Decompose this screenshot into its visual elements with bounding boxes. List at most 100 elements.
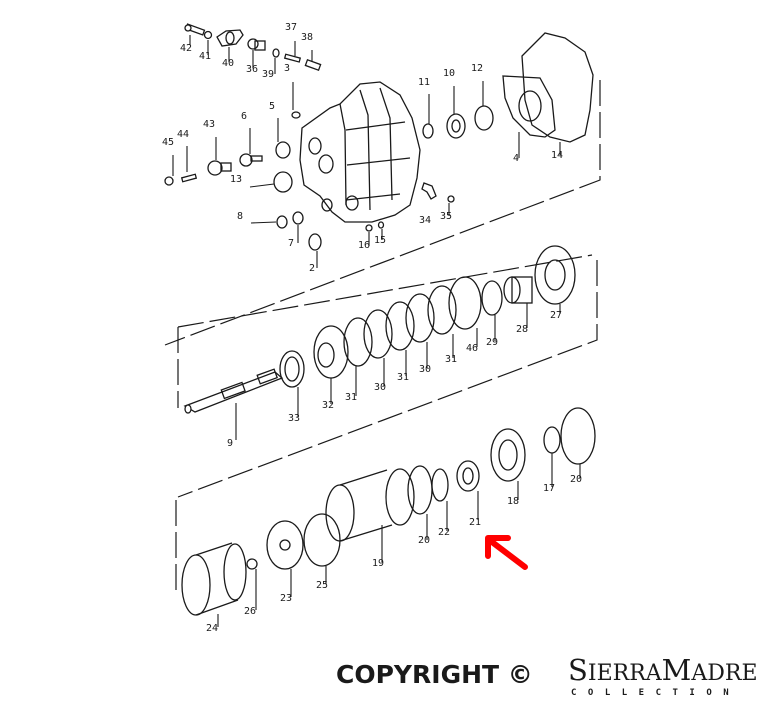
highlight-arrow-icon bbox=[485, 535, 528, 570]
part-number-9: 9 bbox=[227, 438, 234, 449]
part-number-4: 4 bbox=[513, 153, 520, 164]
part-number-42: 42 bbox=[180, 43, 193, 54]
brand-collection: COLLECTION bbox=[571, 688, 741, 698]
brand-adre: ADRE bbox=[691, 661, 758, 686]
part-number-20: 20 bbox=[570, 474, 583, 485]
shaft-9 bbox=[183, 368, 284, 414]
gear-32 bbox=[313, 325, 349, 379]
bearing-28 bbox=[503, 276, 533, 304]
part-number-33: 33 bbox=[288, 413, 301, 424]
seal-13 bbox=[273, 171, 293, 193]
part-number-17: 17 bbox=[543, 483, 556, 494]
gear-23 bbox=[266, 520, 304, 570]
part-number-29: 29 bbox=[486, 337, 499, 348]
part-number-40: 40 bbox=[222, 58, 235, 69]
part-number-43: 43 bbox=[203, 119, 216, 130]
part-number-31: 31 bbox=[345, 392, 358, 403]
ring-33 bbox=[279, 350, 305, 388]
ring-12 bbox=[474, 105, 494, 131]
part-number-45: 45 bbox=[162, 137, 175, 148]
bush-7 bbox=[292, 211, 304, 225]
part-number-35: 35 bbox=[440, 211, 453, 222]
part-number-30: 30 bbox=[374, 382, 387, 393]
nut-45 bbox=[164, 176, 174, 186]
shaft-group bbox=[177, 245, 598, 498]
part-number-46: 46 bbox=[466, 343, 479, 354]
part-number-26: 26 bbox=[244, 606, 257, 617]
part-number-31: 31 bbox=[445, 354, 458, 365]
ring-29 bbox=[481, 280, 503, 316]
ring-22 bbox=[431, 468, 449, 502]
ring-30a bbox=[363, 309, 393, 359]
part-number-23: 23 bbox=[280, 593, 293, 604]
snap-ring-20b bbox=[560, 407, 596, 465]
nut-41 bbox=[203, 30, 213, 40]
bolt-6 bbox=[239, 153, 263, 167]
nut-16 bbox=[365, 224, 373, 232]
part-number-31: 31 bbox=[397, 372, 410, 383]
part-number-19: 19 bbox=[372, 558, 385, 569]
spring-37 bbox=[283, 53, 302, 63]
part-number-25: 25 bbox=[316, 580, 329, 591]
part-number-3: 3 bbox=[284, 63, 291, 74]
bolt-42 bbox=[184, 23, 206, 36]
part-number-30: 30 bbox=[419, 364, 432, 375]
gear-18 bbox=[490, 428, 526, 482]
plate-46 bbox=[448, 276, 482, 330]
plug-36 bbox=[247, 38, 266, 51]
part-number-22: 22 bbox=[438, 527, 451, 538]
part-number-37: 37 bbox=[285, 22, 298, 33]
nut-26 bbox=[246, 558, 258, 570]
ring-39 bbox=[272, 48, 280, 58]
part-number-11: 11 bbox=[418, 77, 431, 88]
part-number-20: 20 bbox=[418, 535, 431, 546]
gasket-14 bbox=[521, 32, 594, 143]
part-number-41: 41 bbox=[199, 51, 212, 62]
ring-31c bbox=[427, 285, 457, 335]
bracket-34 bbox=[421, 182, 437, 200]
drum-24 bbox=[181, 542, 247, 616]
drum-group bbox=[175, 407, 596, 616]
brand-letter-s: S bbox=[568, 653, 588, 687]
snap-ring-20a bbox=[407, 465, 433, 515]
part-number-28: 28 bbox=[516, 324, 529, 335]
screw-44 bbox=[180, 173, 198, 183]
part-number-24: 24 bbox=[206, 623, 219, 634]
part-number-32: 32 bbox=[322, 400, 335, 411]
plug-3 bbox=[291, 111, 301, 119]
seal-17 bbox=[543, 426, 561, 454]
snap-ring-25 bbox=[303, 513, 341, 567]
flange-4 bbox=[502, 75, 556, 138]
screw-35 bbox=[447, 195, 455, 203]
part-number-38: 38 bbox=[301, 32, 314, 43]
part-number-10: 10 bbox=[443, 68, 456, 79]
leader-lines bbox=[172, 35, 581, 627]
bearing-21 bbox=[456, 460, 480, 492]
part-number-16: 16 bbox=[358, 240, 371, 251]
part-number-13: 13 bbox=[230, 174, 243, 185]
brand-letter-m: M bbox=[661, 653, 692, 687]
flange-40 bbox=[216, 29, 244, 47]
part-number-14: 14 bbox=[551, 150, 564, 161]
part-number-21: 21 bbox=[469, 517, 482, 528]
part-number-44: 44 bbox=[177, 129, 190, 140]
part-number-7: 7 bbox=[288, 238, 295, 249]
pin-38 bbox=[304, 58, 322, 72]
part-number-36: 36 bbox=[246, 64, 259, 75]
ring-11 bbox=[422, 123, 434, 139]
bearing-10 bbox=[446, 113, 466, 139]
part-number-2: 2 bbox=[309, 263, 316, 274]
copyright-text: COPYRIGHT © bbox=[336, 660, 533, 689]
part-number-34: 34 bbox=[419, 215, 432, 226]
part-number-6: 6 bbox=[241, 111, 248, 122]
gear-27 bbox=[534, 245, 576, 305]
ring-31b bbox=[385, 301, 415, 351]
transmission-case bbox=[299, 81, 421, 223]
drum-19 bbox=[325, 468, 415, 542]
ring-30b bbox=[405, 293, 435, 343]
part-number-18: 18 bbox=[507, 496, 520, 507]
seal-5 bbox=[275, 141, 291, 159]
part-number-27: 27 bbox=[550, 310, 563, 321]
brand-ierra: IERRA bbox=[587, 661, 662, 686]
plug-2 bbox=[308, 233, 322, 251]
